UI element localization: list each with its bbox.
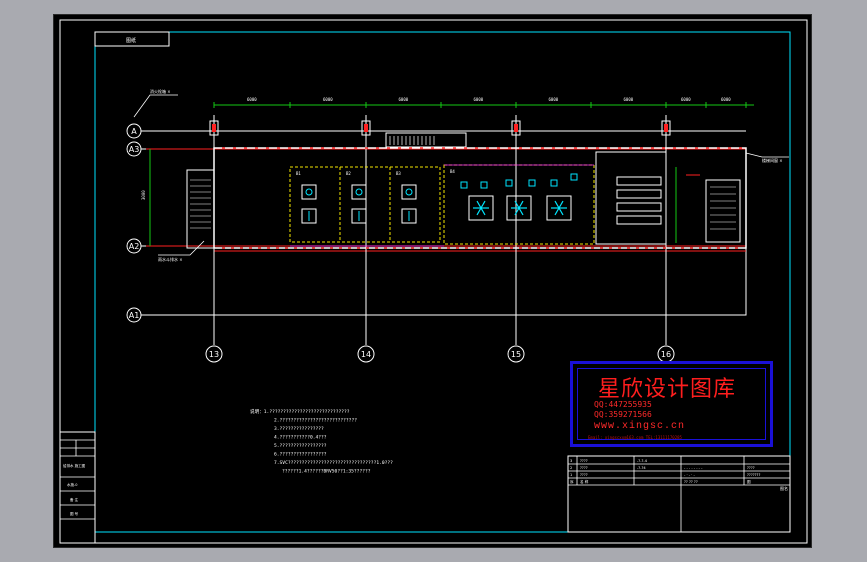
plant-room [595, 151, 667, 245]
title-block-cell: ??????? [747, 473, 760, 477]
diffuser-unit [351, 208, 367, 224]
col-axis-bubbles: 13 14 15 16 [205, 345, 675, 363]
dimension-label: 6000 [247, 97, 257, 102]
room-label-4: B4 [450, 169, 455, 174]
title-block-cell: - · - · - [684, 473, 695, 477]
title-block-cell: ???? [580, 459, 588, 463]
dimension-label: 6000 [399, 97, 409, 102]
col-axis-bubble [357, 345, 375, 363]
room-partitions [289, 164, 595, 245]
watermark-qq-1: QQ:447255935 [594, 400, 652, 409]
note-line: 4.???????????0.4??? [274, 435, 327, 441]
cad-viewport[interactable]: 图纸 6000 6000 6000 6000 6000 6000 6000 6000 [53, 14, 812, 548]
inner-border [94, 31, 791, 533]
sheet-tab [94, 31, 170, 47]
title-block-cell: - - - - - - - - [684, 466, 703, 470]
row-axis-label: A2 [129, 242, 140, 251]
floor-plan-drawing: 图纸 6000 6000 6000 6000 6000 6000 6000 6000 [59, 19, 808, 544]
large-fan-unit [506, 195, 532, 221]
sprinkler-head [505, 179, 513, 187]
large-fan-unit [468, 195, 494, 221]
title-block-header: ?? ?? ?? [684, 480, 698, 484]
watermark-email: Email: xingscxx@163.com TEL:13111170285 [588, 435, 682, 440]
note-line: 5.????????????????? [274, 443, 327, 449]
row-axis-label: A [131, 127, 137, 136]
dimension-chain: 6000 6000 6000 6000 6000 6000 6000 6000 [213, 97, 747, 108]
diffuser-unit [301, 208, 317, 224]
col-axis-bubble [205, 345, 223, 363]
note-line: 3.???????????????? [274, 426, 324, 432]
col-axis-label: 16 [661, 350, 671, 359]
outer-frame [59, 19, 808, 544]
watermark-url: www.xingsc.cn [594, 421, 686, 432]
right-stair [705, 179, 741, 243]
title-block-cell: -?-?-4 [637, 459, 648, 463]
callout-left-bottom: 雨水斗排水 × [158, 256, 183, 262]
title-block-cell: ???? [747, 466, 755, 470]
sprinkler-head [460, 181, 468, 189]
sprinkler-head [570, 173, 578, 181]
note-line: 说明：1.????????????????????????????? [250, 408, 350, 415]
side-dimension: 3000 [141, 190, 146, 200]
title-block-cell: 3 [570, 459, 572, 463]
watermark-qq-2: QQ:359271566 [594, 410, 652, 419]
title-block-cell: ???? [580, 466, 588, 470]
title-block-header: 图 [747, 480, 751, 484]
row-axis-label: A1 [129, 311, 140, 320]
strip-text-3: 备 注 [70, 497, 79, 502]
watermark-title: 星欣设计图库 [598, 377, 737, 402]
design-notes: 说明：1.????????????????????????????? 2.????… [250, 408, 393, 475]
fixtures-layer [222, 147, 742, 249]
fan-unit [401, 184, 417, 200]
note-line: 2.???????????????????????????? [274, 418, 357, 424]
note-line: 6.????????????????? [274, 452, 327, 458]
dimension-label: 6000 [721, 97, 731, 102]
dimension-label: 6000 [474, 97, 484, 102]
col-axis-label: 15 [511, 350, 521, 359]
large-fan-unit [546, 195, 572, 221]
strip-text-1: 给排水 施工图 [63, 463, 86, 468]
dimension-label: 6000 [624, 97, 634, 102]
columns-axis-A [209, 120, 671, 136]
title-block-cell: 1 [570, 473, 572, 477]
title-block-cell: -?-?4 [637, 466, 646, 470]
diffuser-unit [401, 208, 417, 224]
col-axis-label: 14 [361, 350, 371, 359]
left-stair [186, 169, 215, 249]
title-block-cell: 2 [570, 466, 572, 470]
fan-unit [301, 184, 317, 200]
col-axis-bubble [507, 345, 525, 363]
strip-text-4: 图 号 [70, 511, 79, 516]
strip-text-2: 水施-0 [67, 482, 78, 487]
sheet-mark: 图名 [780, 485, 788, 491]
left-title-strip [59, 431, 96, 544]
sheet-tab-label: 图纸 [126, 37, 136, 44]
title-block [567, 455, 791, 533]
note-line: ??????1.4??????BRV50??1:35?????? [282, 469, 371, 475]
note-line: 7.SVC????????????????????????????????1.0… [274, 460, 393, 466]
fan-unit [351, 184, 367, 200]
sprinkler-head [480, 181, 488, 189]
row-axis-label: A3 [129, 145, 140, 154]
title-block-header: 名 称 [580, 479, 589, 484]
roof-louver [385, 132, 467, 148]
sprinkler-head [550, 179, 558, 187]
title-block-header: 序 [570, 479, 574, 484]
dimension-label: 6000 [681, 97, 691, 102]
room-label-3: B3 [396, 171, 401, 176]
room-label-2: B2 [346, 171, 351, 176]
callout-top-left: 消火栓箱 × [150, 88, 171, 94]
title-block-cell: ???? [580, 473, 588, 477]
room-label-1: B1 [296, 171, 301, 176]
callout-right-top: 楼梯间窗 × [762, 157, 783, 163]
watermark-box: 星欣设计图库 QQ:447255935 QQ:359271566 www.xin… [570, 361, 773, 447]
col-axis-label: 13 [209, 350, 219, 359]
dimension-label: 6000 [549, 97, 559, 102]
dimension-label: 6000 [323, 97, 333, 102]
sprinkler-head [528, 179, 536, 187]
